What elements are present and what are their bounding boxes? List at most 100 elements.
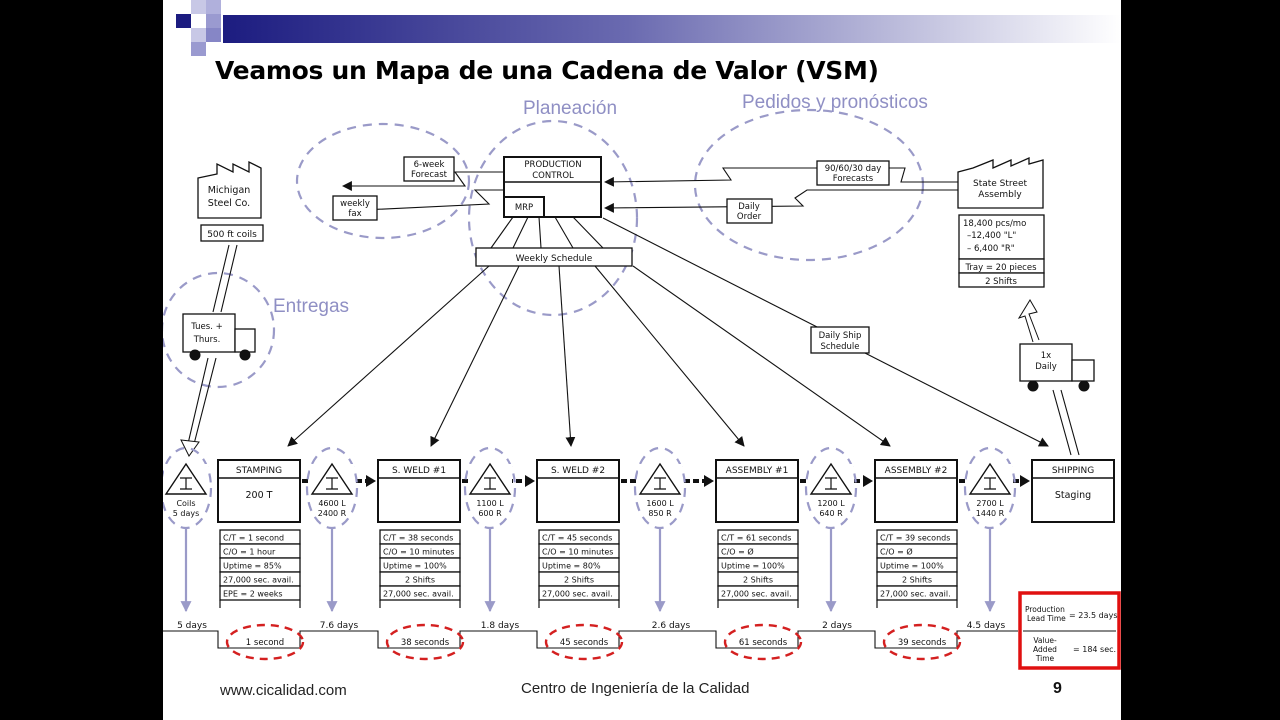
process-name: ASSEMBLY #2 <box>885 466 948 476</box>
page-number: 9 <box>1053 680 1062 697</box>
lead-time-label-line2: Lead Time <box>1027 614 1066 623</box>
process-data-row: C/O = 10 minutes <box>542 548 613 557</box>
process-time-label: 39 seconds <box>898 638 947 648</box>
customer-demand-r: – 6,400 "R" <box>967 244 1015 254</box>
wait-time-label: 2 days <box>822 621 852 631</box>
customer-forecast-line2: Forecasts <box>833 174 874 184</box>
supplier-forecast-line2: Forecast <box>411 170 448 180</box>
customer-truck-icon: 1x Daily <box>1019 343 1095 392</box>
supplier-truck-line1: Tues. + <box>190 322 222 332</box>
process-time-highlight <box>385 623 465 661</box>
region-label-deliveries: Entregas <box>273 296 349 317</box>
process-data-row: 27,000 sec. avail. <box>223 576 294 585</box>
supplier-order-box <box>332 195 378 221</box>
process-time-highlight <box>225 623 305 661</box>
process-name: S. WELD #2 <box>551 466 605 476</box>
process-data-row: Uptime = 100% <box>383 562 447 571</box>
customer-tray: Tray = 20 pieces <box>964 263 1037 273</box>
process-name: ASSEMBLY #1 <box>726 466 789 476</box>
inventory-line2: 640 R <box>819 509 843 518</box>
customer-shifts: 2 Shifts <box>985 277 1017 287</box>
supplier-info-circle <box>295 122 471 240</box>
footer-url: www.cicalidad.com <box>220 682 347 699</box>
inventory-line1: 1100 L <box>476 499 504 508</box>
daily-ship-schedule-box <box>810 326 870 354</box>
process-name: S. WELD #1 <box>392 466 446 476</box>
customer-data-box: 18,400 pcs/mo –12,400 "L" – 6,400 "R" Tr… <box>958 214 1045 288</box>
customer-name-line1: State Street <box>973 179 1028 189</box>
customer-truck-line1: 1x <box>1041 351 1051 361</box>
customer-forecast-line1: 90/60/30 day <box>825 164 882 174</box>
wait-time-label: 5 days <box>177 621 207 631</box>
process-time-label: 61 seconds <box>739 638 788 648</box>
summary-box: Production Lead Time = 23.5 days Value- … <box>1018 591 1121 670</box>
process-data-row: C/T = 1 second <box>223 534 284 543</box>
supplier-shipment-arrow <box>186 244 238 449</box>
process-time-label: 1 second <box>246 638 284 648</box>
inventory-line2: 850 R <box>648 509 672 518</box>
planning-circle <box>467 119 639 317</box>
region-label-planning: Planeación <box>523 98 617 119</box>
process-data-row: Uptime = 100% <box>880 562 944 571</box>
wait-time-label: 4.5 days <box>967 621 1006 631</box>
supplier-forecast-line1: 6-week <box>414 160 445 170</box>
vsm-diagram: Planeación Pedidos y pronósticos Entrega… <box>163 0 1121 670</box>
daily-order-flow-arrow <box>604 189 958 213</box>
ship-schedule-arrow <box>862 351 1049 447</box>
process-data-row: C/T = 39 seconds <box>880 534 950 543</box>
inventory-line2: 1440 R <box>976 509 1005 518</box>
customer-factory-icon: State Street Assembly <box>957 156 1044 209</box>
process-time-highlight <box>544 623 624 661</box>
process-data-row: C/O = 1 hour <box>223 548 276 557</box>
supplier-name-line1: Michigan <box>208 185 251 196</box>
inventory-line1: 4600 L <box>318 499 346 508</box>
customer-order-box <box>726 198 773 224</box>
supplier-order-line1: weekly <box>340 199 370 209</box>
customer-name-line2: Assembly <box>978 190 1022 200</box>
inventory-line1: 1200 L <box>817 499 845 508</box>
value-added-label-line1: Value- <box>1033 636 1057 645</box>
process-data-row: 27,000 sec. avail. <box>721 590 792 599</box>
supplier-factory-icon: Michigan Steel Co. <box>197 160 262 219</box>
process-name: STAMPING <box>236 466 282 476</box>
process-time-highlight <box>723 623 803 661</box>
orders-circle <box>693 108 925 262</box>
customer-order-line1: Daily <box>738 202 760 212</box>
process-data-row: Uptime = 80% <box>542 562 601 571</box>
customer-forecast-box <box>816 160 890 186</box>
inventory-line2: 2400 R <box>318 509 347 518</box>
wait-time-label: 2.6 days <box>652 621 691 631</box>
wait-time-label: 1.8 days <box>481 621 520 631</box>
production-control-line2: CONTROL <box>532 171 574 181</box>
process-name: SHIPPING <box>1052 466 1094 476</box>
deliveries-circle <box>163 271 276 389</box>
supplier-truck-line2: Thurs. <box>193 335 221 345</box>
inventory-line1: Coils <box>176 499 195 508</box>
inventory-line1: 2700 L <box>976 499 1004 508</box>
lead-time-value: = 23.5 days <box>1069 611 1117 620</box>
production-control-box: PRODUCTION CONTROL MRP <box>503 156 602 218</box>
customer-truck-line2: Daily <box>1035 362 1057 372</box>
process-sub: 200 T <box>246 490 273 501</box>
supplier-order-line2: fax <box>348 209 361 219</box>
process-data-row: 27,000 sec. avail. <box>880 590 951 599</box>
process-data-row: 27,000 sec. avail. <box>383 590 454 599</box>
customer-shipment-arrow <box>1017 299 1040 343</box>
mrp-label: MRP <box>515 203 533 213</box>
value-added-value: = 184 sec. <box>1073 645 1116 654</box>
customer-order-line2: Order <box>737 212 762 222</box>
page-title: Veamos un Mapa de una Cadena de Valor (V… <box>215 56 879 85</box>
inventory-line2: 5 days <box>173 509 200 518</box>
process-data-row: 2 Shifts <box>564 576 594 585</box>
process-data-row: EPE = 2 weeks <box>223 590 283 599</box>
process-time-label: 38 seconds <box>401 638 450 648</box>
